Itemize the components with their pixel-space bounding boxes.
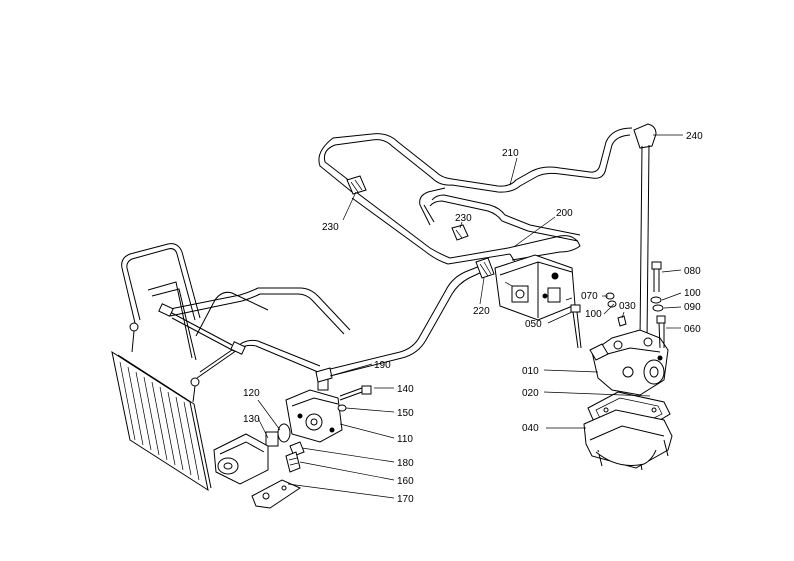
label-180: 180 xyxy=(397,458,414,469)
part-labels: 240 210 200 230 230 220 080 070 100 030 … xyxy=(243,131,703,505)
fitting-240 xyxy=(633,123,657,341)
label-100-left: 100 xyxy=(585,309,602,320)
label-200: 200 xyxy=(556,208,573,219)
leader-lines xyxy=(257,134,683,499)
label-090: 090 xyxy=(684,302,701,313)
label-110: 110 xyxy=(397,434,413,445)
label-150: 150 xyxy=(397,408,414,419)
label-170: 170 xyxy=(397,494,414,505)
control-valve xyxy=(494,254,576,321)
label-220: 220 xyxy=(473,306,490,317)
label-020: 020 xyxy=(522,388,539,399)
hydraulic-pump xyxy=(589,329,669,396)
flange-plate xyxy=(251,479,302,509)
pump-bolt-140 xyxy=(337,385,372,412)
pump-coupling xyxy=(213,423,291,485)
label-190: 190 xyxy=(374,360,391,371)
suction-fitting xyxy=(285,441,305,473)
label-240: 240 xyxy=(686,131,703,142)
label-050: 050 xyxy=(525,319,542,330)
label-140: 140 xyxy=(397,384,414,395)
label-100-right: 100 xyxy=(684,288,701,299)
oil-cooler xyxy=(111,322,212,492)
pipe-to-valve xyxy=(317,265,483,379)
label-160: 160 xyxy=(397,476,414,487)
label-230-left: 230 xyxy=(322,222,339,233)
pump-adapter xyxy=(583,409,673,471)
label-040: 040 xyxy=(522,423,539,434)
pipe-210 xyxy=(318,127,633,265)
cooler-pipes xyxy=(121,243,351,379)
label-030: 030 xyxy=(619,301,636,312)
label-210: 210 xyxy=(502,148,519,159)
pump-bolts xyxy=(570,261,666,349)
label-230-right: 230 xyxy=(455,213,472,224)
label-120: 120 xyxy=(243,388,260,399)
label-060: 060 xyxy=(684,324,701,335)
fitting-230b xyxy=(451,224,469,241)
fitting-220 xyxy=(475,257,495,279)
label-070: 070 xyxy=(581,291,598,302)
fitting-230a xyxy=(346,175,367,195)
label-130: 130 xyxy=(243,414,260,425)
label-080: 080 xyxy=(684,266,701,277)
label-010: 010 xyxy=(522,366,539,377)
gear-pump xyxy=(285,367,343,443)
